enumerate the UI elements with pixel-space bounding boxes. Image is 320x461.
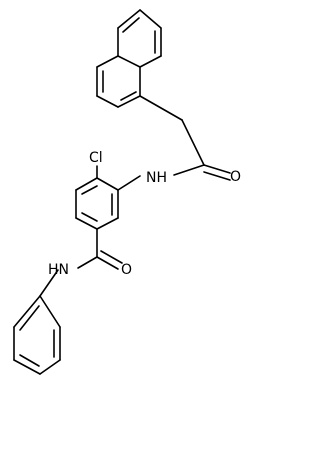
central-benzene-ring — [75, 165, 141, 230]
bond — [13, 359, 41, 375]
amide-nh-lower-label: HN — [48, 262, 69, 278]
bond — [117, 55, 141, 68]
bond — [39, 269, 59, 297]
bond — [173, 164, 205, 176]
bond — [13, 295, 41, 328]
bond — [139, 95, 183, 121]
carbonyl-oxygen-upper-label: O — [230, 169, 241, 185]
amide-nh-upper-label: NH — [146, 170, 167, 186]
bond — [81, 212, 98, 222]
bond — [203, 164, 231, 174]
bond — [139, 9, 162, 29]
bond — [75, 217, 98, 230]
bond — [96, 177, 119, 191]
acetamide-linker — [139, 95, 231, 181]
benzamide-group — [39, 228, 123, 297]
bond — [19, 305, 40, 331]
bond — [139, 55, 162, 68]
bond — [203, 171, 231, 181]
bond — [39, 295, 61, 328]
carbonyl-oxygen-lower-label: O — [121, 262, 132, 278]
bond — [181, 119, 205, 166]
bond — [100, 250, 123, 264]
bond — [96, 55, 119, 68]
bond — [75, 177, 98, 191]
bond — [19, 354, 40, 367]
bond — [96, 95, 119, 108]
phenyl-ring — [13, 295, 61, 375]
bond — [77, 256, 98, 269]
bond — [117, 175, 141, 191]
bond — [117, 9, 141, 29]
bond — [96, 217, 119, 230]
bond — [117, 95, 141, 108]
bond — [120, 91, 137, 101]
chlorine-label: Cl — [89, 150, 103, 166]
bond — [122, 17, 140, 33]
bond — [39, 359, 61, 375]
bond — [81, 185, 98, 195]
molecule-structure: Cl NH O O HN — [13, 9, 241, 375]
naphthalene-group — [96, 9, 162, 108]
bond — [96, 256, 119, 270]
